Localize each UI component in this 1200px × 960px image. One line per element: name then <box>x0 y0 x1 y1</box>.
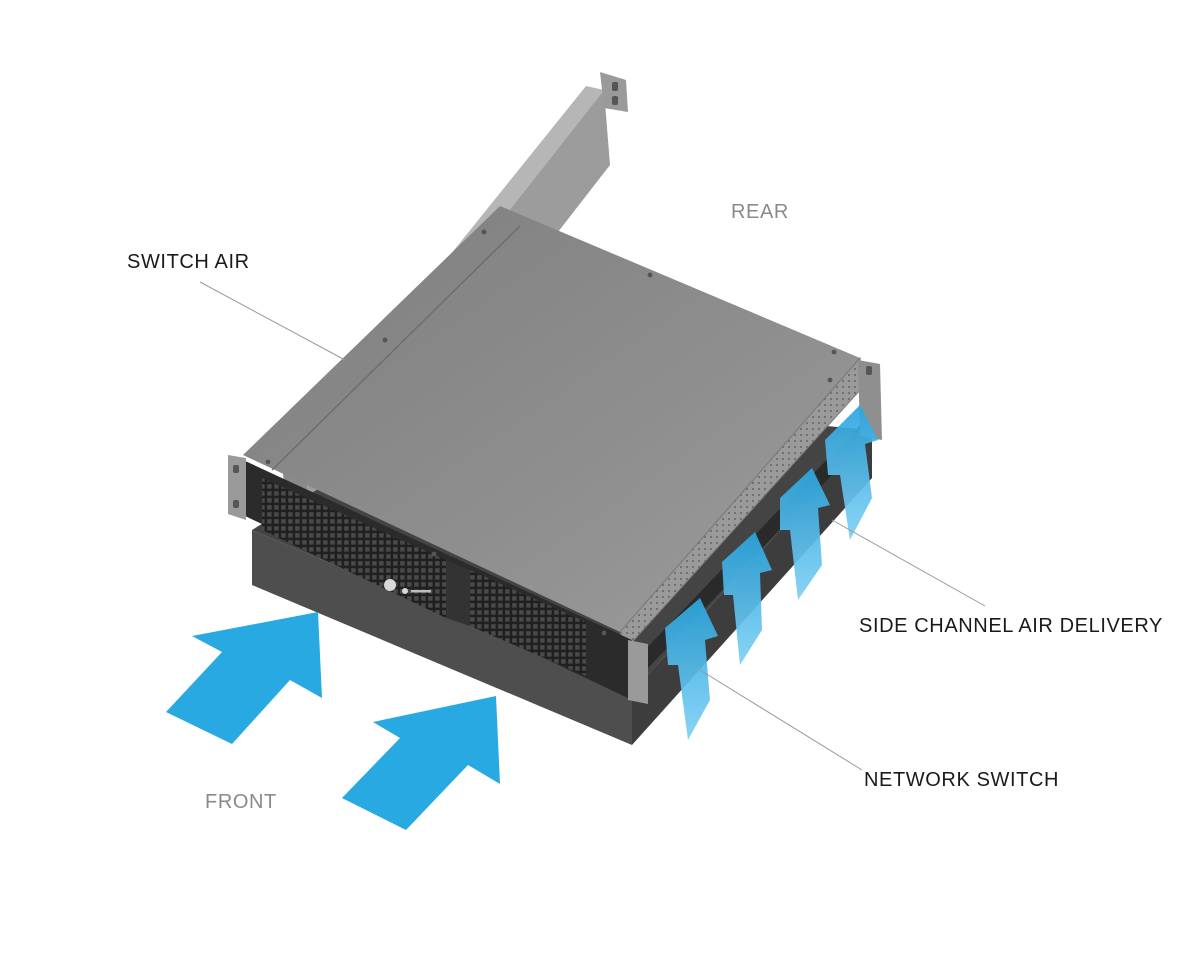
side-channel-arrows <box>665 405 878 740</box>
airflow-arrow-icon <box>780 468 830 600</box>
airflow-arrow-icon <box>722 532 772 665</box>
label-front: FRONT <box>205 791 277 813</box>
logo-icon <box>384 579 431 594</box>
leader-switch-air <box>199 281 346 361</box>
label-side-channel-air-delivery: SIDE CHANNEL AIR DELIVERY <box>859 615 1163 637</box>
airflow-arrow-icon <box>825 405 878 540</box>
label-rear: REAR <box>731 201 789 223</box>
label-switch-air: SWITCH AIR <box>127 251 250 273</box>
leader-lines <box>199 281 986 771</box>
chassis <box>228 206 863 704</box>
airflow-arrow-icon <box>342 696 500 830</box>
front-airflow-arrows <box>166 612 500 830</box>
leader-side-channel <box>831 519 986 607</box>
airflow-arrow-icon <box>166 612 322 744</box>
label-network-switch: NETWORK SWITCH <box>864 769 1060 791</box>
airflow-arrow-icon <box>665 598 718 740</box>
leader-network-switch <box>699 669 863 771</box>
